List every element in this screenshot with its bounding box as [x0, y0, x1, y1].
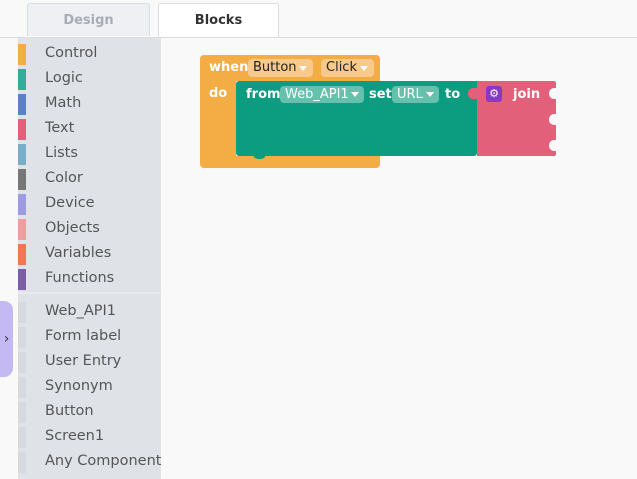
join-input-port[interactable] [549, 114, 556, 125]
category-label: Device [45, 195, 95, 211]
set-component-value: Web_API1 [285, 87, 349, 102]
event-type-value: Click [326, 60, 357, 75]
palette-category-color[interactable]: Color [18, 167, 161, 192]
palette-component-web-api1[interactable]: Web_API1 [18, 300, 161, 325]
component-label: User Entry [45, 353, 122, 369]
chevron-down-icon [426, 92, 434, 97]
event-component-dropdown[interactable]: Button [248, 59, 313, 77]
gear-icon[interactable]: ⚙ [486, 86, 502, 102]
palette-component-synonym[interactable]: Synonym [18, 375, 161, 400]
palette-category-variables[interactable]: Variables [18, 242, 161, 267]
palette-category-text[interactable]: Text [18, 117, 161, 142]
palette-component-user-entry[interactable]: User Entry [18, 350, 161, 375]
component-label: Screen1 [45, 428, 105, 444]
category-swatch [18, 119, 26, 140]
category-swatch [18, 244, 26, 265]
component-label: Button [45, 403, 94, 419]
chevron-down-icon [360, 66, 368, 71]
category-label: Lists [45, 145, 78, 161]
palette-category-math[interactable]: Math [18, 92, 161, 117]
palette-category-control[interactable]: Control [18, 42, 161, 67]
set-to-label: to [445, 87, 461, 102]
join-output-connector [468, 88, 477, 99]
component-label: Web_API1 [45, 303, 117, 319]
palette-category-objects[interactable]: Objects [18, 217, 161, 242]
category-swatch [18, 377, 26, 398]
component-label: Synonym [45, 378, 113, 394]
expand-panel-button[interactable]: › [0, 301, 13, 377]
event-component-value: Button [253, 60, 297, 75]
chevron-right-icon: › [3, 331, 10, 347]
event-type-dropdown[interactable]: Click [321, 59, 374, 77]
category-label: Objects [45, 220, 100, 236]
palette-category-lists[interactable]: Lists [18, 142, 161, 167]
category-swatch [18, 269, 26, 290]
palette-category-device[interactable]: Device [18, 192, 161, 217]
category-swatch [18, 302, 26, 323]
palette-component-any-component[interactable]: Any Component [18, 450, 161, 475]
category-swatch [18, 94, 26, 115]
block-palette: Control Logic Math Text Lists Color Devi… [18, 38, 161, 479]
category-swatch [18, 194, 26, 215]
category-label: Functions [45, 270, 115, 286]
category-swatch [18, 144, 26, 165]
category-label: Control [45, 45, 98, 61]
event-when-label: when [209, 60, 249, 75]
tab-design[interactable]: Design [27, 3, 150, 36]
left-strip [0, 38, 18, 479]
component-label: Any Component [45, 453, 162, 469]
set-set-label: set [369, 87, 392, 102]
set-component-dropdown[interactable]: Web_API1 [280, 86, 364, 103]
editor-tab-bar: Design Blocks [0, 0, 637, 38]
tab-blocks[interactable]: Blocks [158, 3, 279, 37]
category-label: Math [45, 95, 82, 111]
category-swatch [18, 169, 26, 190]
category-swatch [18, 352, 26, 373]
category-swatch [18, 402, 26, 423]
category-label: Color [45, 170, 83, 186]
category-swatch [18, 69, 26, 90]
palette-component-form-label[interactable]: Form label [18, 325, 161, 350]
category-label: Logic [45, 70, 83, 86]
category-swatch [18, 44, 26, 65]
join-input-port[interactable] [549, 88, 556, 99]
palette-component-screen1[interactable]: Screen1 [18, 425, 161, 450]
join-input-port[interactable] [549, 140, 556, 151]
category-label: Variables [45, 245, 112, 261]
palette-divider [18, 292, 161, 294]
chevron-down-icon [299, 66, 307, 71]
chevron-down-icon [351, 92, 359, 97]
palette-category-logic[interactable]: Logic [18, 67, 161, 92]
category-swatch [18, 219, 26, 240]
set-property-value: URL [397, 87, 423, 102]
category-swatch [18, 327, 26, 348]
palette-component-button[interactable]: Button [18, 400, 161, 425]
category-swatch [18, 427, 26, 448]
event-do-label: do [209, 86, 228, 101]
component-label: Form label [45, 328, 122, 344]
join-label: join [513, 87, 541, 102]
set-property-dropdown[interactable]: URL [392, 86, 439, 103]
category-swatch [18, 452, 26, 473]
category-label: Text [45, 120, 75, 136]
set-block-next-connector [253, 152, 266, 159]
palette-category-functions[interactable]: Functions [18, 267, 161, 292]
set-from-label: from [246, 87, 281, 102]
